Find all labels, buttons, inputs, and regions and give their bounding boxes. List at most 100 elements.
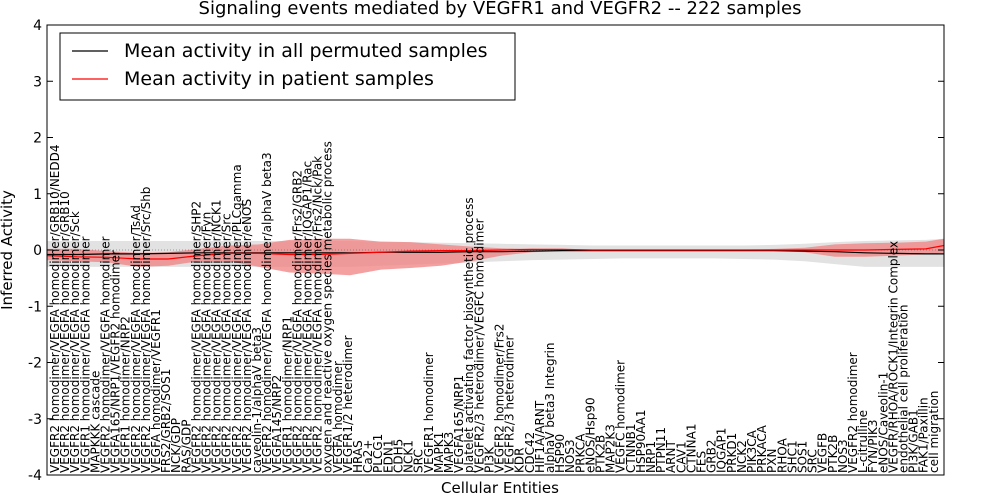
entity-label: CDH5 xyxy=(391,439,405,473)
entity-label: platelet activating factor biosynthetic … xyxy=(462,197,476,473)
entity-label: NRP1 xyxy=(644,441,658,473)
entity-label: CAV1 xyxy=(674,441,688,473)
entity-label: RAS/GDP xyxy=(179,419,193,473)
entity-label: FES xyxy=(695,451,709,473)
entity-label: PI3K xyxy=(482,446,496,473)
entity-label: PTPN11 xyxy=(654,427,668,473)
entity-label: VEGFB xyxy=(816,433,830,473)
entity-label: VEGFR2 homodimer/VEGFA homodimer/GRB10 xyxy=(58,191,72,473)
entity-label: VEGFR2 homodimer/VEGFA homodimer xyxy=(99,236,113,473)
entity-label: NOS3 xyxy=(836,439,850,473)
legend-box xyxy=(59,32,516,101)
entity-label: VEGFR2 homodimer/VEGFA homodimer/TsAd xyxy=(129,205,143,473)
entity-label: VEGFR2 homodimer/Frs2 xyxy=(493,323,507,473)
entity-label: VEGFR2 homodimer/VEGFA homodimer/IQGAP1/… xyxy=(301,161,315,473)
y-tick-label: -1 xyxy=(28,299,42,315)
entity-label: oxygen and reactive oxygen species metab… xyxy=(321,141,335,473)
entity-label: VEGFR2 homodimer/VEGFA homodimer/PLCgamm… xyxy=(230,164,244,473)
entity-label: VEGFR2 homodimer/VEGFA homodimer/Src/Shb xyxy=(139,187,153,473)
y-tick-label: 3 xyxy=(33,74,42,90)
entity-label: EDN1 xyxy=(381,440,395,473)
entity-label: VEGFR2 homodimer/VEGFA homodimer/NCK1 xyxy=(210,199,224,473)
plot-area: VEGFR2 homodimer/VEGFA homodimer/GRB10/N… xyxy=(28,18,945,484)
entity-label: VEGFR2 homodimer/VEGFA homodimer/GRB10/N… xyxy=(48,144,62,473)
entity-label: CTNNA1 xyxy=(684,423,698,473)
entity-label: PIK3CA xyxy=(745,429,759,473)
entity-label: PRKACA xyxy=(755,424,769,473)
entity-label: PRKD1 xyxy=(725,433,739,473)
entity-label: PLCG1 xyxy=(371,434,385,473)
y-tick-label: -2 xyxy=(28,356,42,372)
entity-label: cell migration xyxy=(927,391,941,473)
entity-label: L-citrulline xyxy=(856,410,870,473)
entity-label: PI3K/GAB1 xyxy=(907,409,921,473)
entity-label: FRS2/GRB2/SOS1 xyxy=(159,369,173,473)
entity-label: VEGFR2 homodimer/VEGFA homodimer/Fyn xyxy=(200,212,214,473)
entity-label: VEGFR2 homodimer/VEGFA homodimer/Frs2/Nc… xyxy=(311,156,325,473)
entity-label: HIF1A/ARNT xyxy=(533,400,547,473)
entity-label: NCK/GDP xyxy=(169,418,183,473)
entity-label: IQGAP1 xyxy=(715,428,729,473)
entity-label: VEGFR2 homodimer/VEGFA homodimer/eNOS xyxy=(240,199,254,473)
chart-title: Signaling events mediated by VEGFR1 and … xyxy=(199,0,802,19)
entity-label: HRAS xyxy=(351,440,365,473)
entity-label: Ca2+ xyxy=(361,440,375,473)
entity-label: NOS3 xyxy=(563,439,577,473)
x-axis-label: Cellular Entities xyxy=(441,479,559,497)
entity-label: VEGFA165/NRP1/VEGFR2 homodimer xyxy=(109,250,123,473)
entity-label: caveolin-1/alphaV beta3 xyxy=(250,327,264,473)
entity-labels: VEGFR2 homodimer/VEGFA homodimer/GRB10/N… xyxy=(48,141,941,473)
entity-label: PTK2B xyxy=(594,435,608,473)
entity-label: SOS1 xyxy=(796,441,810,473)
y-tick-label: -4 xyxy=(28,468,42,484)
entity-label: KDR xyxy=(513,448,527,473)
entity-label: PTK2B xyxy=(826,435,840,473)
band-series-1 xyxy=(47,238,944,276)
entity-label: MAP2K3 xyxy=(604,424,618,473)
y-axis-label: Inferred Activity xyxy=(0,190,16,310)
entity-label: VEGFR2 homodimer/VEGFA homodimer/Src xyxy=(220,213,234,473)
entity-label: FAK1/Paxillin xyxy=(917,397,931,473)
line-series-1 xyxy=(46,244,945,260)
line-series-0 xyxy=(47,250,944,256)
entity-label: VEGFR2 homodimer xyxy=(846,352,860,473)
legend-entry-permuted: Mean activity in all permuted samples xyxy=(124,40,487,62)
entity-label: SRC xyxy=(412,449,426,473)
y-tick-label: 4 xyxy=(33,18,42,34)
entity-label: VEGFA145/NRP2 xyxy=(270,375,284,473)
entity-label: alphaV beta3 Integrin xyxy=(543,343,557,474)
entity-label: MAPK3 xyxy=(442,432,456,473)
entity-label: MAPK1 xyxy=(432,432,446,473)
entity-label: CDC42 xyxy=(523,432,537,473)
entity-label: VEGFA homodimer/VEGFR1 xyxy=(149,309,163,473)
entity-label: VEGFA165/NRP1 xyxy=(452,375,466,473)
entity-label: eNOS/Hsp90 xyxy=(583,397,597,473)
entity-label: NCK2 xyxy=(735,440,749,473)
entity-label: VEGFR/RHOA/ROCK1/Integrin Complex xyxy=(886,241,900,473)
entity-label: VEGFR2 homodimer/VEGFA homodimer/Sck xyxy=(68,211,82,473)
legend: Mean activity in all permuted samples Me… xyxy=(59,32,516,101)
entity-label: SRC xyxy=(806,449,820,473)
legend-entry-patient: Mean activity in patient samples xyxy=(124,68,434,90)
y-tick-label: 2 xyxy=(33,131,42,147)
series-lines xyxy=(46,244,945,260)
entity-label: HSP90 xyxy=(553,434,567,473)
entity-label: VEGFR1 homodimer/NRP1 xyxy=(280,316,294,473)
entity-label: VEGFR2 homodimer/VEGFA homodimer/Frs2/GR… xyxy=(290,170,304,473)
entity-label: endothelial cell proliferation xyxy=(897,305,911,473)
entity-label: VEGFA homodimer xyxy=(331,361,345,473)
y-tick-label: -3 xyxy=(28,412,42,428)
y-tick-label: 1 xyxy=(33,187,42,203)
entity-label: VEGFR2 homodimer/VEGFA homodimer/SHP2 xyxy=(189,201,203,473)
entity-label: NCK1 xyxy=(402,440,416,473)
entity-label: RHOA xyxy=(775,437,789,473)
entity-label: VEGFC homodimer xyxy=(614,360,628,473)
entity-label: eNOS/Caveolin-1 xyxy=(876,372,890,473)
entity-label: MAPKKK cascade xyxy=(88,371,102,473)
entity-label: VEGFR1/2 heterodimer xyxy=(341,335,355,473)
entity-label: VEGFR2/3 heterodimer xyxy=(503,335,517,473)
entity-label: GRB2 xyxy=(705,439,719,473)
entity-label: PRKCA xyxy=(573,433,587,473)
